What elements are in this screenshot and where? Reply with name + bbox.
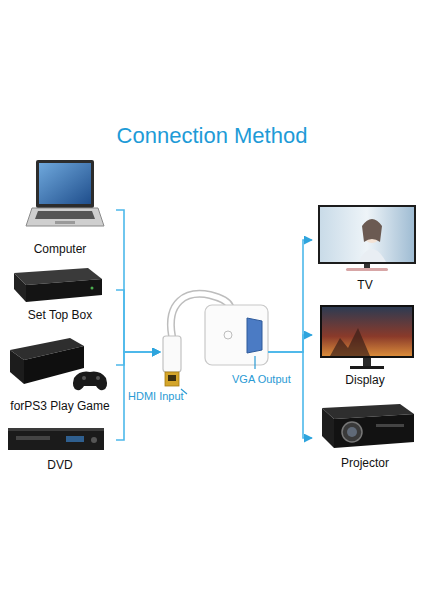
device-label: TV	[357, 278, 372, 292]
adapter-node: HDMI InputVGA Output	[160, 288, 268, 388]
tv-icon	[318, 205, 416, 271]
device-node: Computer	[4, 158, 116, 256]
device-node: DVD	[4, 425, 116, 472]
connector	[116, 210, 160, 352]
connector	[116, 290, 160, 352]
connector	[268, 335, 312, 352]
connector	[268, 240, 312, 352]
device-node: TV	[312, 200, 418, 292]
device-node: Set Top Box	[4, 262, 116, 322]
game-console-icon	[10, 338, 107, 390]
device-node: forPS3 Play Game	[4, 335, 116, 413]
monitor-icon	[320, 305, 414, 369]
diagram-title: Connection Method	[0, 122, 424, 150]
device-label: DVD	[47, 458, 72, 472]
dvd-player-icon	[8, 428, 104, 450]
connector	[116, 352, 160, 365]
port-label: VGA Output	[232, 372, 291, 386]
device-node: Projector	[312, 396, 418, 470]
device-node: Display	[312, 300, 418, 387]
device-label: Set Top Box	[28, 308, 93, 322]
device-label: Computer	[34, 242, 87, 256]
set-top-box-icon	[14, 268, 102, 302]
laptop-icon	[26, 160, 104, 226]
connector	[268, 352, 312, 438]
device-label: Projector	[341, 456, 389, 470]
projector-icon	[322, 404, 414, 448]
port-label: HDMI Input	[128, 389, 184, 403]
device-label: Display	[345, 373, 384, 387]
device-label: forPS3 Play Game	[10, 399, 109, 413]
leader-line	[254, 356, 255, 369]
